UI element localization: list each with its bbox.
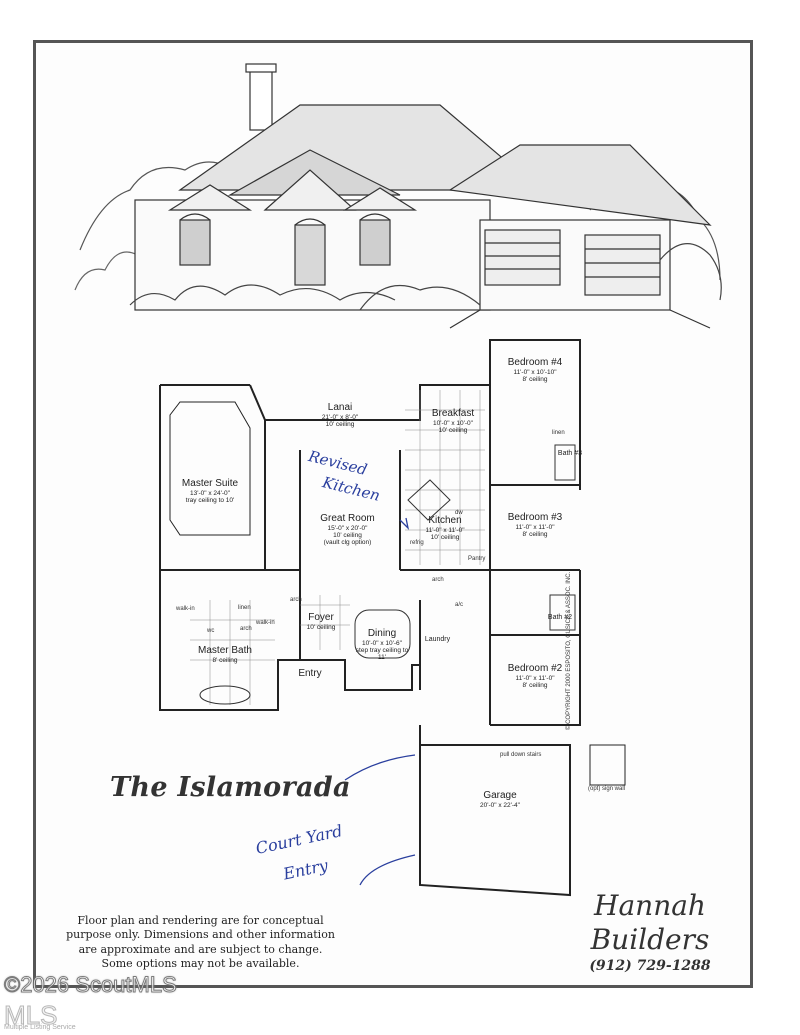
house-rendering xyxy=(74,63,722,329)
room-great-room: Great Room 15'-0" x 20'-0" 10' ceiling (… xyxy=(320,513,375,547)
room-kitchen: Kitchen 11'-0" x 11'-0" 10' ceiling xyxy=(425,515,465,541)
label-dw: dw xyxy=(455,510,463,516)
room-laundry: Laundry xyxy=(424,636,451,643)
room-bedroom2: Bedroom #2 11'-0" x 11'-0" 8' ceiling xyxy=(507,663,563,689)
label-wc: wc xyxy=(207,628,215,634)
room-bedroom4: Bedroom #4 11'-0" x 10'-10" 8' ceiling xyxy=(507,357,563,383)
label-pantry: Pantry xyxy=(468,556,486,562)
label-arch-2: arch xyxy=(432,577,444,583)
room-breakfast: Breakfast 10'-0" x 10'-0" 10' ceiling xyxy=(431,408,475,434)
room-dining: Dining 10'-0" x 10'-6" step tray ceiling… xyxy=(355,628,409,662)
room-lanai: Lanai 21'-0" x 8'-0" 10' ceiling xyxy=(321,402,359,428)
label-arch-1: arch xyxy=(240,626,252,632)
room-master-bath: Master Bath 8' ceiling xyxy=(198,645,252,664)
room-bedroom3: Bedroom #3 11'-0" x 11'-0" 8' ceiling xyxy=(507,512,563,538)
mls-watermark-caption: Multiple Listing Service xyxy=(4,1024,76,1031)
mls-watermark: ©2026 ScoutMLS xyxy=(4,972,178,998)
label-walk-in-2: walk-in xyxy=(256,620,275,626)
builder-phone: (912) 729-1288 xyxy=(589,958,711,974)
label-ac: a/c xyxy=(455,602,464,608)
label-walk-in-1: walk-in xyxy=(176,606,195,612)
room-master-suite: Master Suite 13'-0" x 24'-0" tray ceilin… xyxy=(181,478,239,504)
room-foyer: Foyer 10' ceiling xyxy=(306,612,336,631)
label-linen-2: linen xyxy=(238,605,251,611)
label-pull-down-stairs: pull down stairs xyxy=(500,752,542,758)
room-bath2: Bath #2 xyxy=(547,614,573,621)
mls-watermark-logo: MLS xyxy=(3,1000,58,1031)
label-arch-3: arch xyxy=(290,597,302,603)
plan-title: The Islamorada xyxy=(110,772,351,803)
label-sign-wall: (opt) sign wall xyxy=(588,786,626,792)
disclaimer: Floor plan and rendering are for concept… xyxy=(66,914,335,970)
room-bath3: Bath #3 xyxy=(557,450,583,457)
room-garage: Garage 20'-0" x 22'-4" xyxy=(480,790,520,809)
builder-logo: Hannah Builders (912) 729-1288 xyxy=(560,890,740,975)
floor-plan xyxy=(159,339,626,897)
room-entry: Entry xyxy=(298,668,322,679)
label-linen: linen xyxy=(552,430,565,436)
label-refrig: refrig xyxy=(410,540,424,546)
